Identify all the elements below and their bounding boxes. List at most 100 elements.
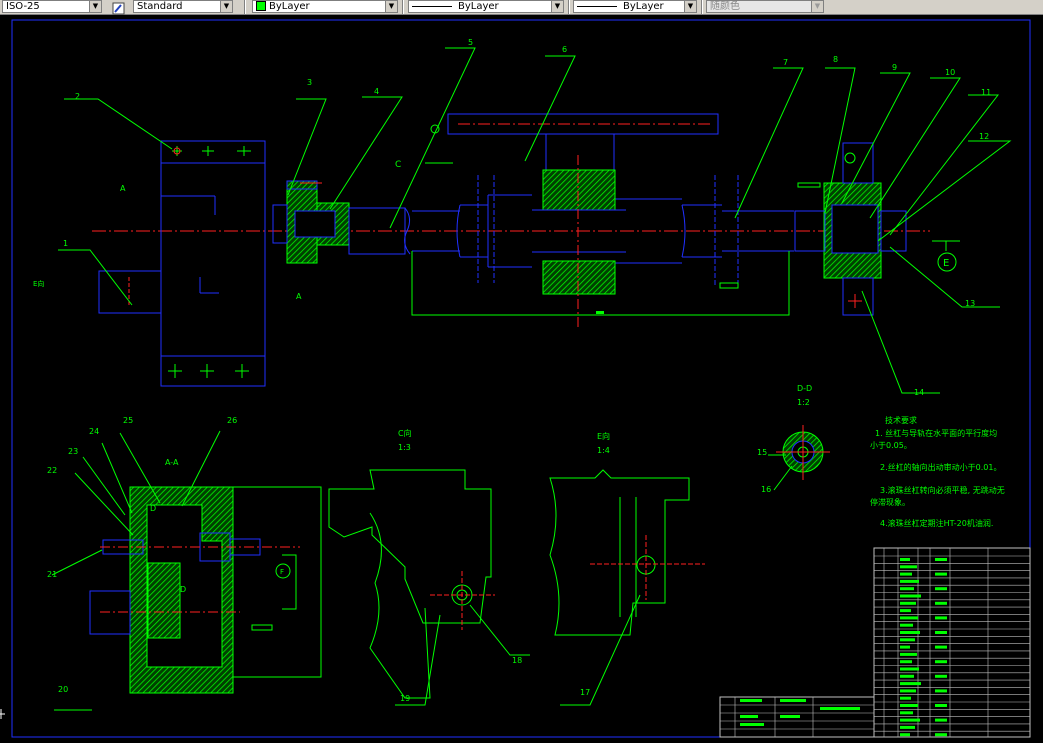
tech-title: 技术要求 [885, 415, 917, 425]
balloon-8: 8 [833, 55, 838, 64]
tech-item-2: 2.丝杠的轴向出动审动小于0.01。 [880, 462, 1001, 472]
view-label-a: A [120, 184, 126, 193]
balloon-12: 12 [979, 132, 989, 141]
section-dd-label: D-D [797, 384, 812, 393]
balloon-20: 20 [58, 685, 68, 694]
cad-drawing: E C A A E向 1 2 3 4 5 6 7 8 9 [0, 19, 1031, 738]
linetype-select[interactable]: ByLayer ▼ [408, 0, 564, 13]
balloon-10: 10 [945, 68, 955, 77]
textstyle-value: Standard [137, 1, 183, 12]
parts-list-cell [935, 587, 947, 591]
chevron-down-icon: ▼ [385, 1, 397, 12]
view-c: C向 1:3 [328, 428, 530, 706]
parts-list-cell [935, 704, 947, 707]
plotstyle-value: 随颜色 [710, 1, 740, 12]
parts-list-cell [935, 660, 947, 664]
balloon-7: 7 [783, 58, 788, 67]
parts-list-cell [900, 667, 919, 671]
balloon-15: 15 [757, 448, 767, 457]
parts-list-cell [900, 674, 914, 678]
color-swatch-icon [256, 1, 266, 11]
tech-item-1: 1. 丝杠与导轨在水平面的平行度均 [875, 428, 997, 438]
color-value: ByLayer [269, 1, 310, 12]
parts-list-cell [900, 572, 912, 576]
balloon-26: 26 [227, 416, 237, 425]
balloon-2: 2 [75, 92, 80, 101]
drawing-canvas[interactable]: E C A A E向 1 2 3 4 5 6 7 8 9 [0, 15, 1043, 739]
parts-list-cell [900, 565, 917, 569]
parts-list-cell [900, 594, 921, 598]
main-assembly-view: E C A A E向 [33, 113, 960, 387]
lineweight-select[interactable]: ByLayer ▼ [573, 0, 697, 13]
view-label-d: D [150, 504, 156, 513]
view-e-scale: 1:4 [597, 446, 610, 455]
textstyle-select[interactable]: Standard ▼ [133, 0, 233, 13]
section-aa-label: A-A [165, 458, 179, 467]
parts-list-cell [900, 711, 913, 715]
parts-list-cell [935, 733, 947, 737]
balloon-5: 5 [468, 38, 473, 47]
parts-list-cell [900, 609, 911, 613]
linetype-sample-icon [412, 5, 452, 7]
balloon-23: 23 [68, 447, 78, 456]
view-label-e: E [943, 258, 949, 269]
parts-list-cell [900, 623, 913, 627]
balloon-24: 24 [89, 427, 99, 436]
technical-requirements: 技术要求 1. 丝杠与导轨在水平面的平行度均 小于0.05。 2.丝杠的轴向出动… [870, 415, 1005, 528]
view-label-e-dir: E向 [33, 279, 44, 288]
parts-list-cell [935, 616, 947, 620]
color-select[interactable]: ByLayer ▼ [252, 0, 398, 13]
parts-list-cell [900, 660, 912, 664]
parts-list-cell [935, 674, 947, 678]
linetype-value: ByLayer [458, 1, 499, 12]
view-label-d2: D [180, 585, 186, 594]
tech-item-4: 4.滚珠丝杠定期注HT-20机油润. [880, 518, 993, 528]
parts-list-cell [935, 631, 947, 634]
lineweight-sample-icon [577, 5, 617, 7]
lineweight-value: ByLayer [623, 1, 664, 12]
parts-list-cell [935, 558, 947, 561]
toolbar-separator [701, 0, 703, 14]
balloon-11: 11 [981, 88, 991, 97]
balloon-numbers: 1 2 3 4 5 6 7 8 9 10 11 12 13 14 15 16 1… [47, 38, 991, 703]
balloon-9: 9 [892, 63, 897, 72]
balloon-13: 13 [965, 299, 975, 308]
chevron-down-icon: ▼ [551, 1, 563, 12]
balloon-18: 18 [512, 656, 522, 665]
chevron-down-icon: ▼ [220, 1, 232, 12]
chevron-down-icon: ▼ [684, 1, 696, 12]
view-c-scale: 1:3 [398, 443, 411, 452]
chevron-down-icon: ▼ [89, 1, 101, 12]
parts-list-cell [900, 645, 910, 649]
view-c-label: C向 [398, 428, 412, 438]
dimstyle-value: ISO-25 [6, 1, 40, 12]
balloon-16: 16 [761, 485, 771, 494]
parts-list-cell [900, 652, 917, 656]
textstyle-icon[interactable] [112, 0, 125, 15]
balloon-3: 3 [307, 78, 312, 87]
plotstyle-select[interactable]: 随颜色 ▼ [706, 0, 824, 13]
section-dd-view: D-D 1:2 [768, 384, 830, 491]
balloon-14: 14 [914, 388, 924, 397]
balloon-25: 25 [123, 416, 133, 425]
section-dd-scale: 1:2 [797, 398, 810, 407]
tech-item-1b: 小于0.05。 [870, 441, 912, 450]
parts-list-cell [935, 601, 947, 605]
parts-list-cell [900, 616, 918, 620]
parts-list-cell [900, 689, 916, 693]
balloon-4: 4 [374, 87, 379, 96]
parts-list-cell [900, 696, 911, 700]
parts-list-cell [935, 645, 947, 649]
toolbar-separator [402, 0, 404, 14]
parts-list-cell [935, 689, 947, 693]
chevron-down-icon: ▼ [811, 1, 823, 12]
dimstyle-select[interactable]: ISO-25 ▼ [2, 0, 102, 13]
parts-list-table [873, 547, 1031, 738]
parts-list-cell [900, 682, 921, 686]
title-block [719, 696, 875, 738]
parts-list-cell [900, 725, 915, 729]
toolbar-separator [244, 0, 246, 14]
parts-list-cell [900, 718, 920, 722]
tech-item-3b: 停滞现象。 [870, 497, 910, 507]
view-label-a2: A [296, 292, 302, 301]
